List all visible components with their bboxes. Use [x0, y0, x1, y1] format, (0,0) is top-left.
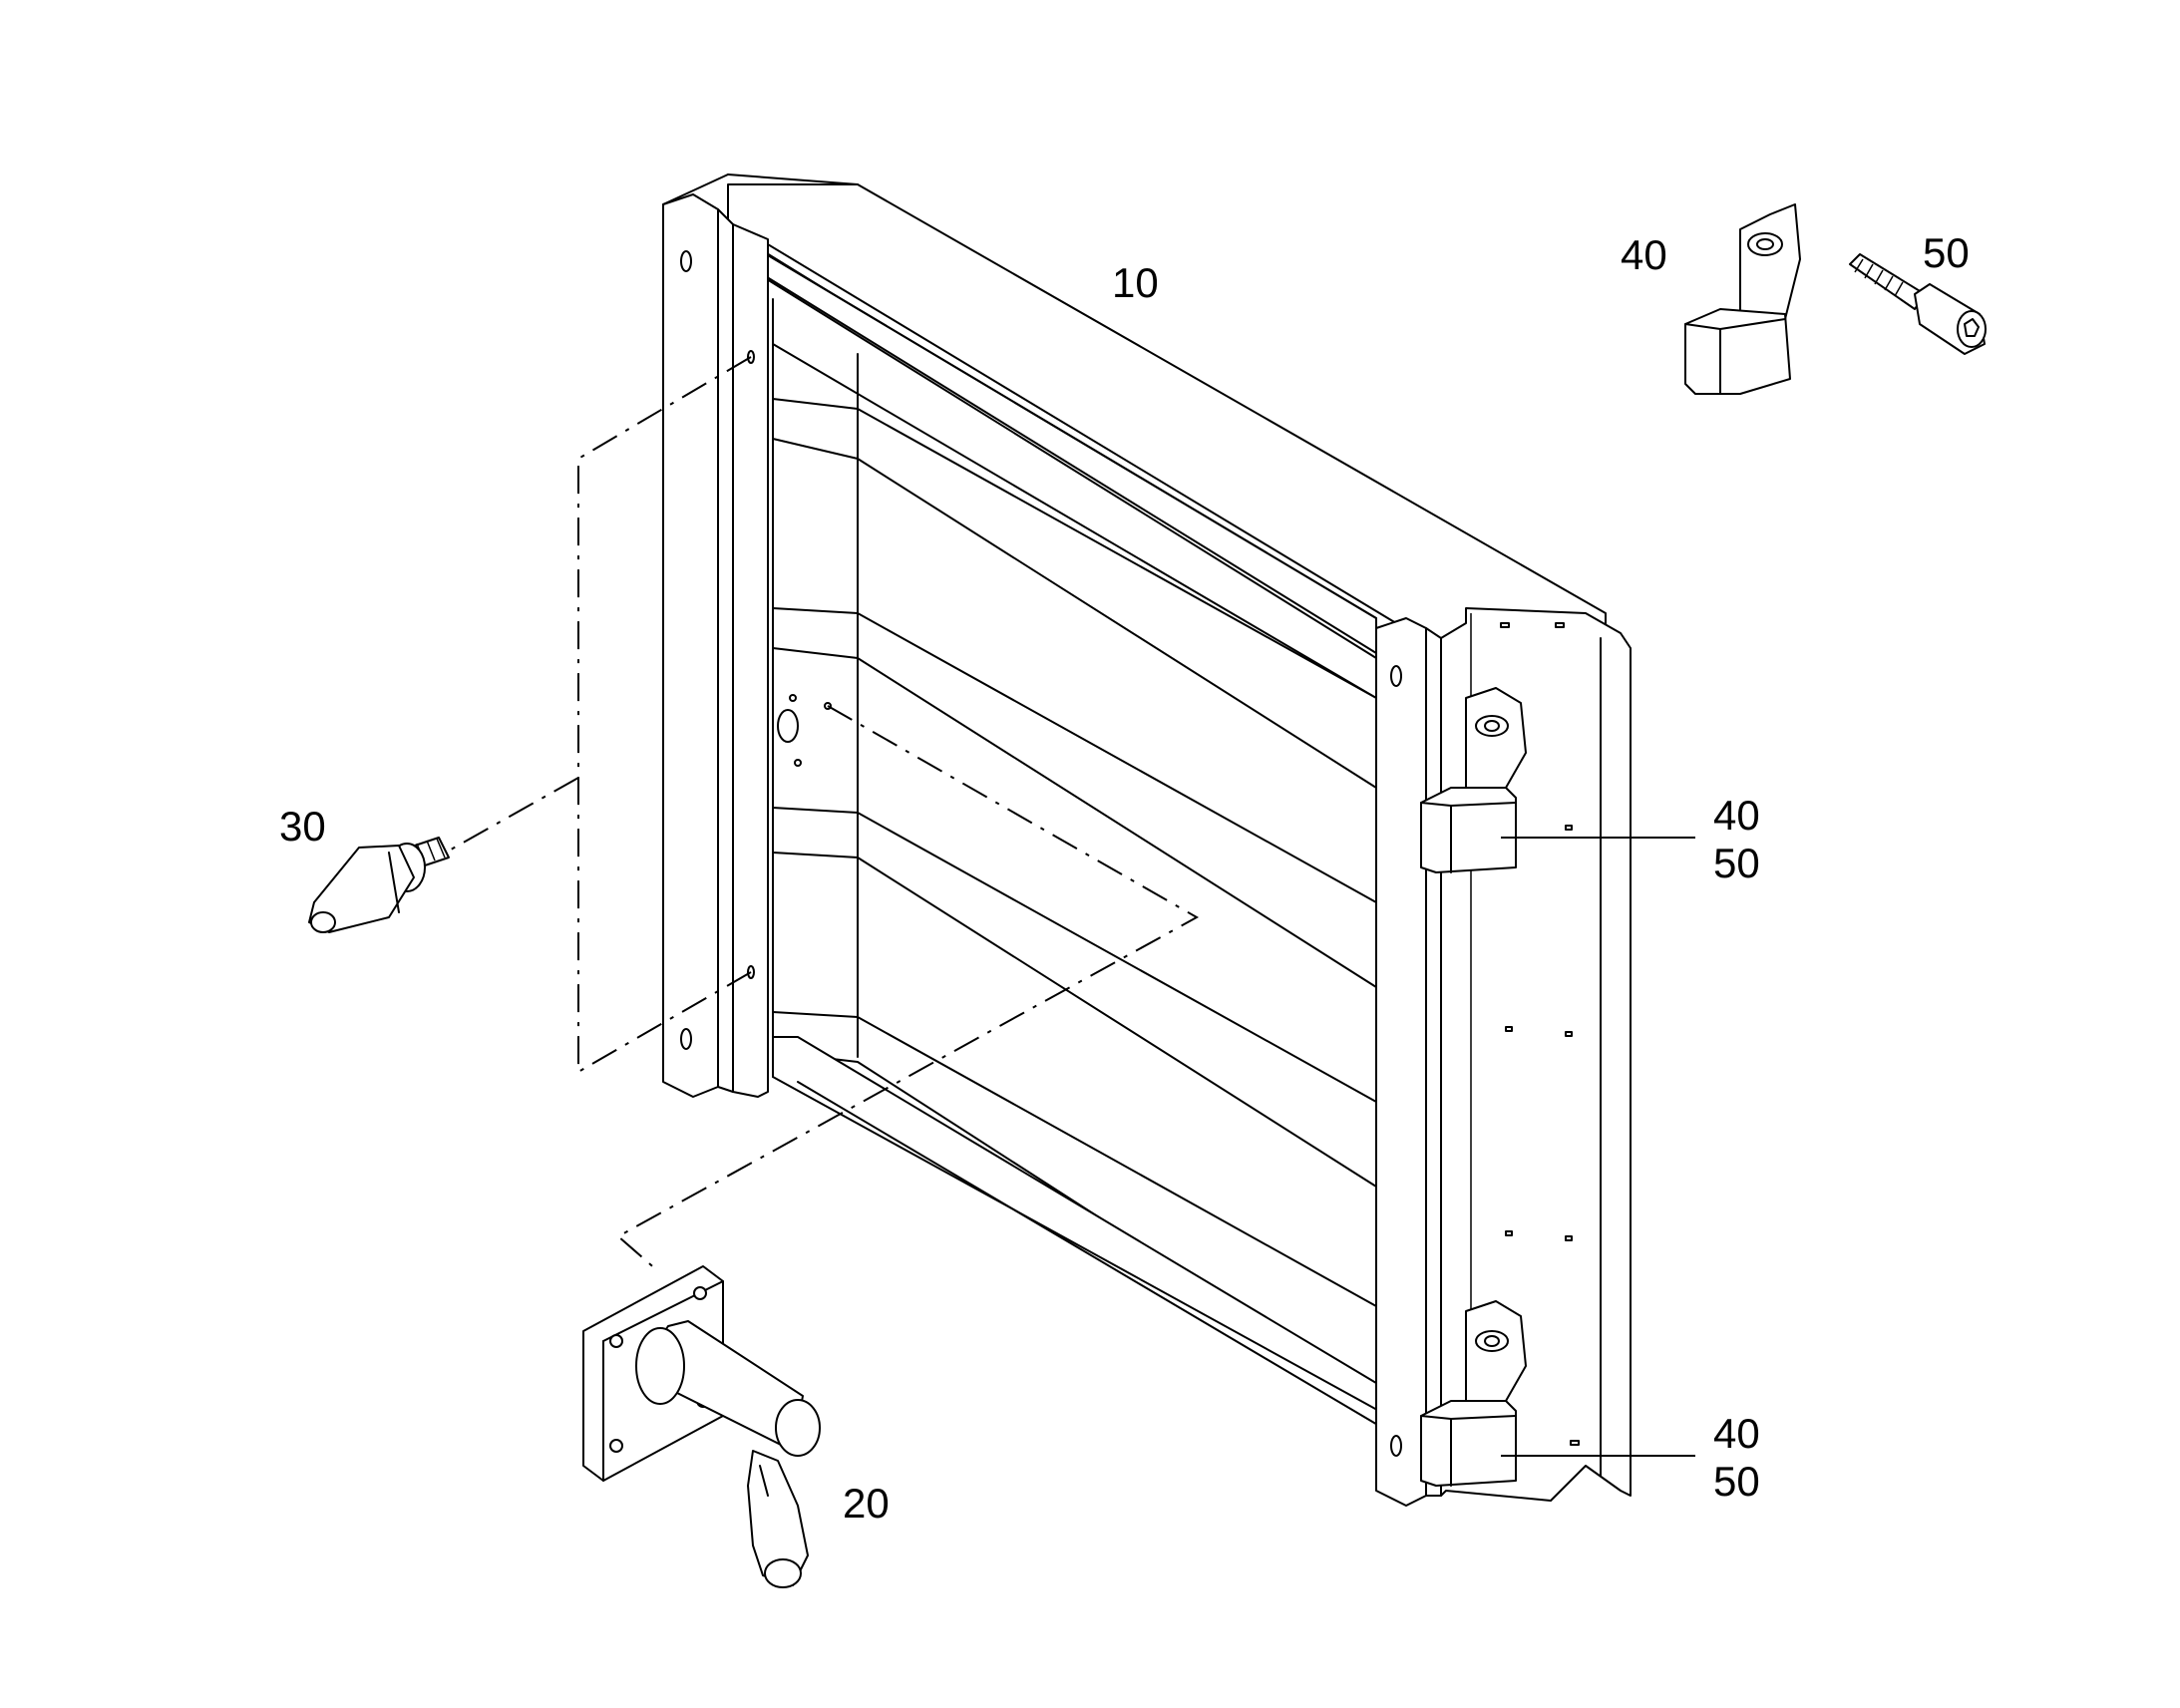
- callout-hinge-lower-50: 50: [1713, 1458, 1760, 1505]
- callout-hinge-top-right: 40: [1621, 231, 1667, 278]
- callout-lever: 20: [843, 1480, 890, 1527]
- hinge-upper: [1420, 687, 1527, 873]
- loose-hinge-part: [1684, 203, 1801, 395]
- frame-left-top-hole: [680, 250, 692, 272]
- callout-hinge-upper-40: 40: [1713, 792, 1760, 839]
- frame-left-flange: [662, 193, 719, 1098]
- callout-screw-top-right: 50: [1923, 229, 1970, 276]
- assembly-lines: [443, 356, 1200, 1272]
- frame-left-bottom-hole: [680, 1028, 692, 1050]
- frame-right-bottom-hole: [1390, 1435, 1402, 1457]
- frame-left-inner-post: [732, 223, 769, 1098]
- callout-frame: 10: [1112, 259, 1159, 306]
- callout-hinge-lower-40: 40: [1713, 1410, 1760, 1457]
- bolt-part: [308, 837, 450, 933]
- frame-right-top-hole: [1390, 665, 1402, 687]
- loose-screw-part: [1849, 253, 1987, 355]
- frame-right-post: [1375, 617, 1427, 1507]
- callout-hinge-upper-50: 50: [1713, 840, 1760, 886]
- frame-lever-mount-hole: [777, 709, 799, 743]
- frame-left-post: [717, 208, 734, 1093]
- callout-bolt: 30: [279, 803, 326, 850]
- frame-right-inner-post: [1425, 627, 1442, 1497]
- hinge-lower: [1420, 1300, 1527, 1487]
- lever-part: [582, 1265, 821, 1588]
